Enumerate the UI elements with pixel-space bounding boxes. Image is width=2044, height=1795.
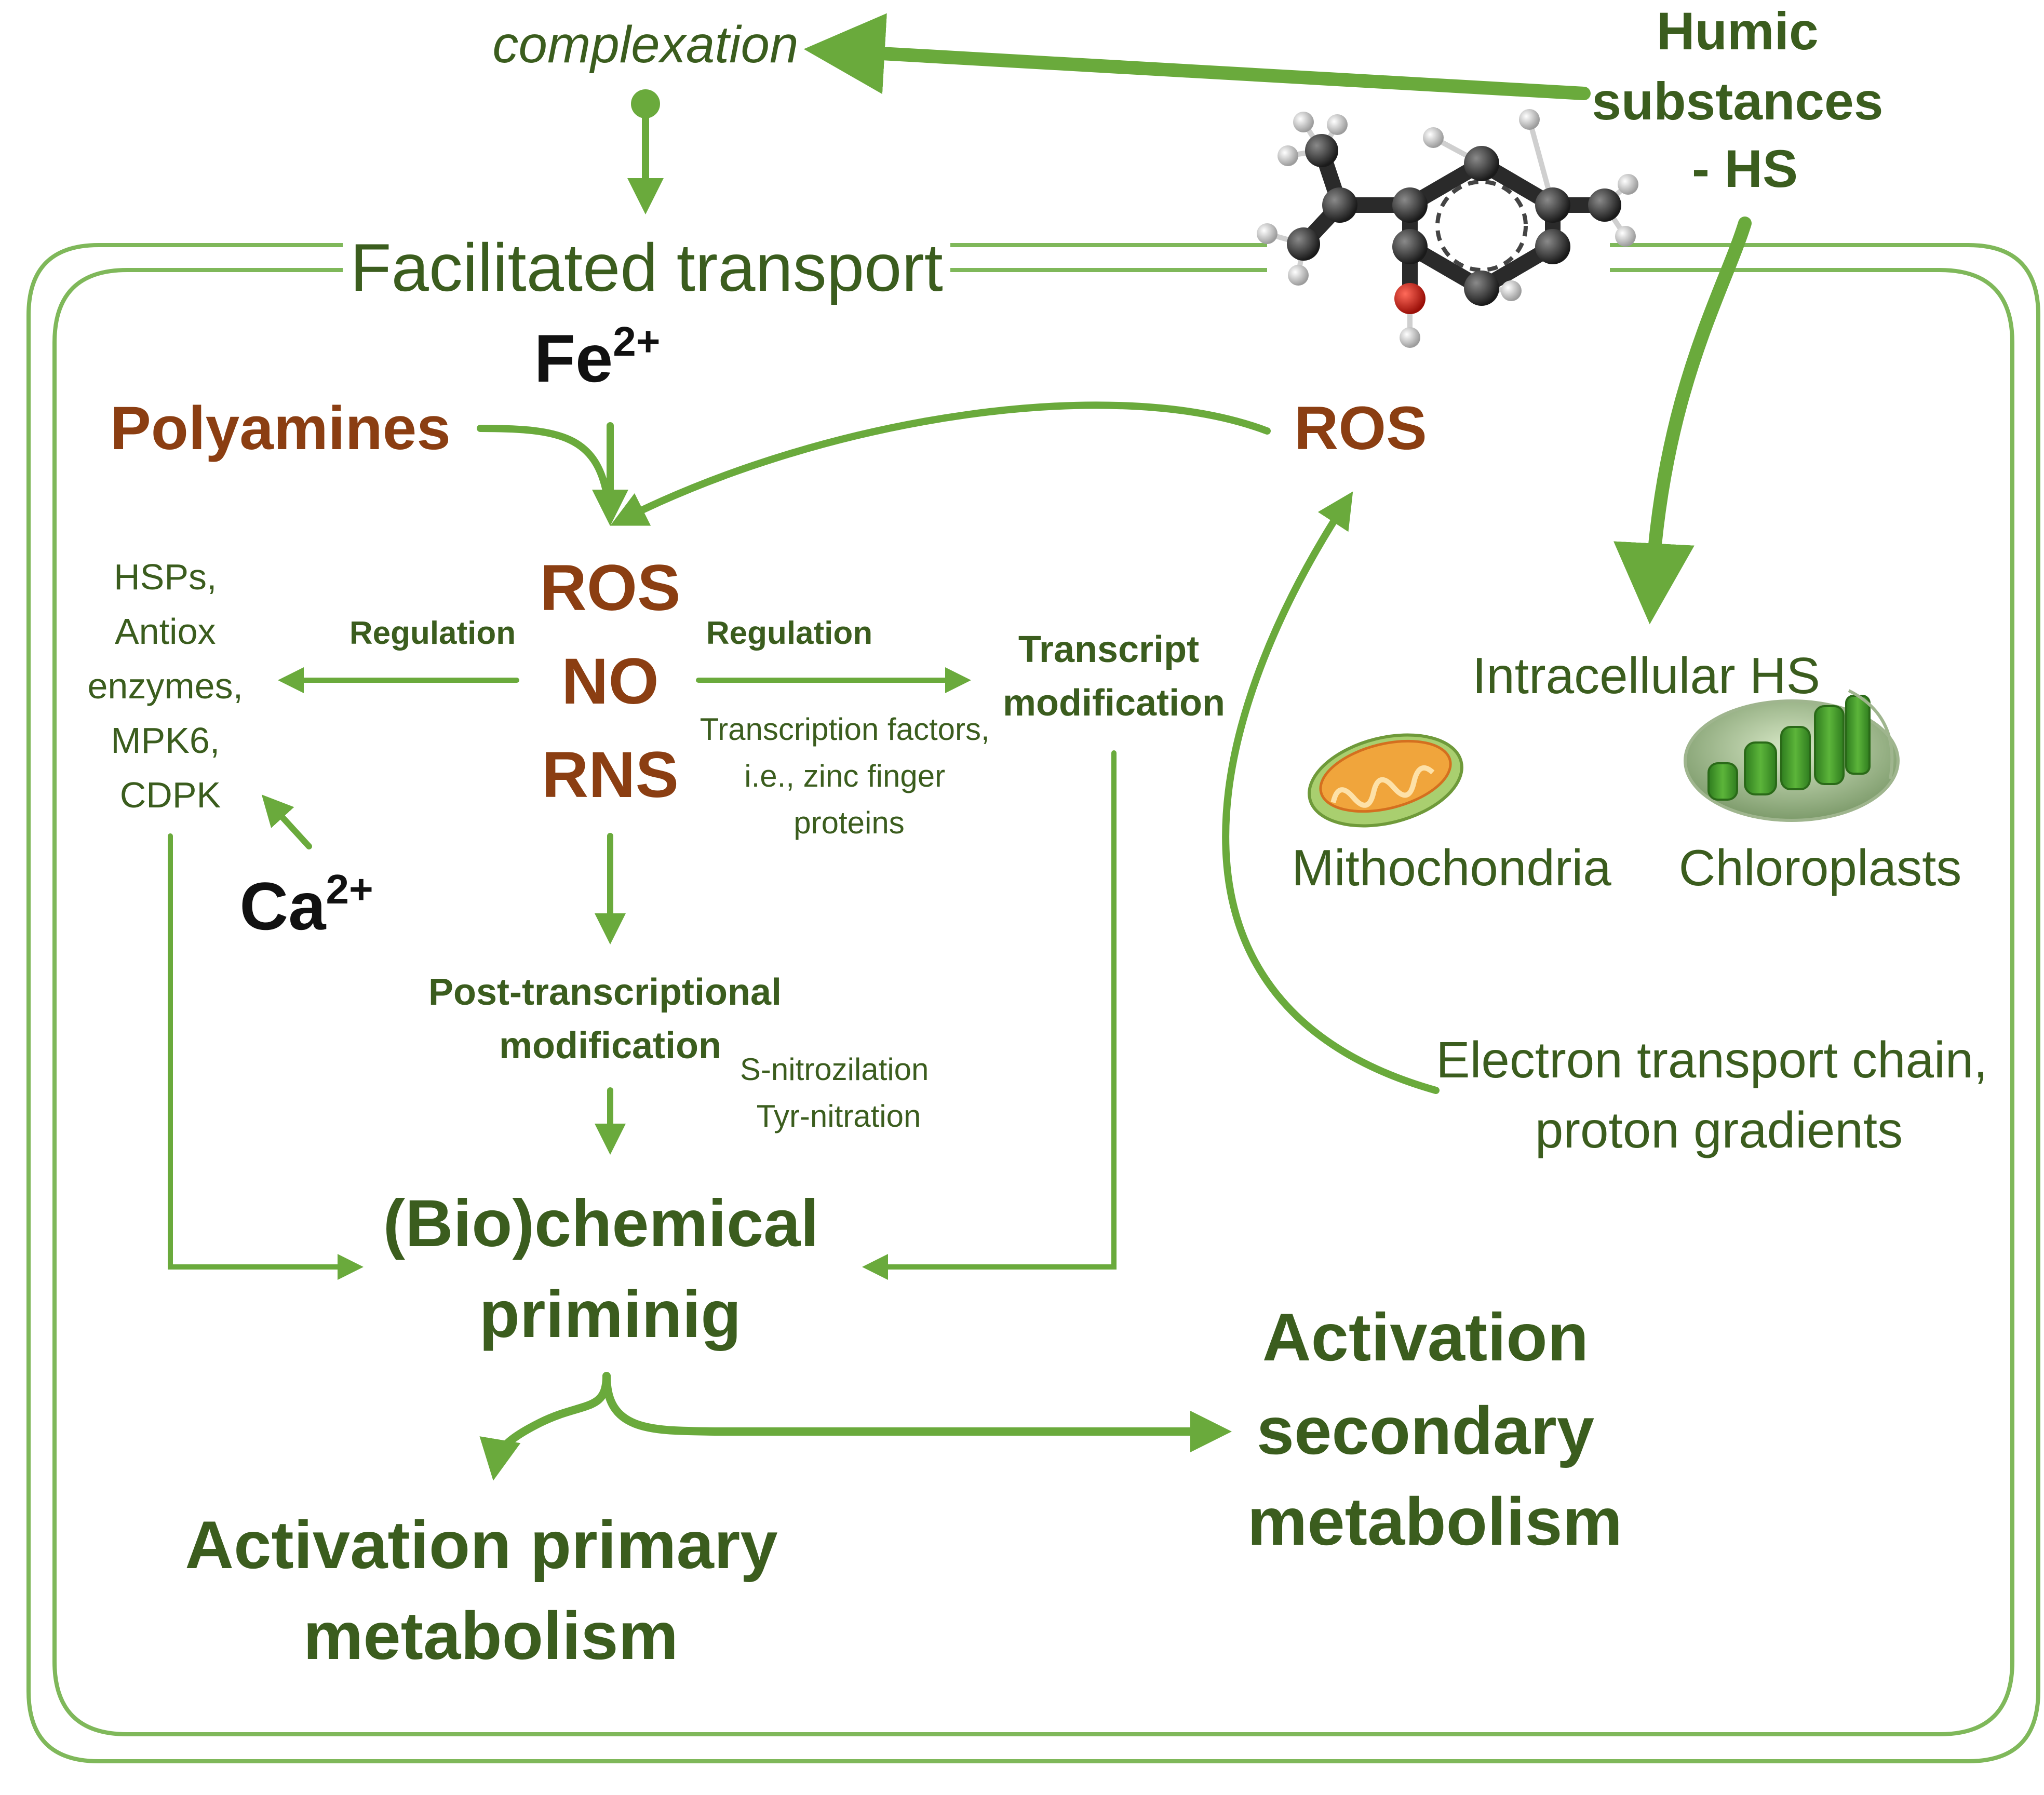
arrow-etc-to-ros: [1222, 491, 1440, 1094]
regulation-right-label: Regulation: [706, 615, 872, 651]
arrow-polyamines-to-ros: [477, 425, 611, 502]
activation-secondary-label: Activation secondary metabolism: [1247, 1299, 1622, 1559]
chloroplasts-label: Chloroplasts: [1679, 839, 1962, 896]
labels: complexation Humic substances - HS Facil…: [87, 2, 2001, 1673]
facilitated-transport-title: Facilitated transport: [350, 230, 943, 305]
chloroplast-icon: [1684, 689, 1900, 822]
arrow-bio-to-secondary: [602, 1372, 1232, 1452]
ros-label: ROS: [540, 552, 681, 624]
complexation-dot: [631, 89, 660, 118]
arrow-humic-to-intracellular: [1613, 217, 1752, 625]
s-nitrozilation-label: S-nitrozilation Tyr-nitration: [740, 1052, 937, 1133]
arrow-bio-to-primary: [479, 1372, 611, 1481]
mitochondrion-icon: [1308, 733, 1463, 828]
arrow-ca-to-hsps: [261, 794, 312, 849]
no-label: NO: [561, 645, 659, 718]
transcript-modification-label: Transcript modification: [1003, 629, 1225, 724]
biochemical-priming-label: (Bio)chemical priminig: [383, 1186, 838, 1352]
ca-ion-label: Ca2+: [239, 866, 373, 944]
fe-ion-label: Fe2+: [534, 318, 661, 396]
mitochondria-label: Mithochondria: [1292, 839, 1611, 896]
humic-substances-label: Humic substances - HS: [1592, 2, 1898, 198]
intracellular-hs-label: Intracellular HS: [1472, 647, 1820, 704]
arrow-hsps-to-bio: [168, 833, 364, 1280]
cell-frame: [26, 243, 2040, 1763]
regulation-left-label: Regulation: [349, 615, 516, 651]
post-transcriptional-label: Post-transcriptional modification: [428, 971, 792, 1067]
activation-primary-label: Activation primary metabolism: [185, 1507, 797, 1673]
electron-transport-label: Electron transport chain, proton gradien…: [1436, 1031, 2001, 1158]
polyamines-label: Polyamines: [110, 394, 451, 463]
connectors: [168, 13, 1752, 1481]
arrow-transcript-to-bio: [862, 750, 1117, 1280]
complexation-label: complexation: [492, 16, 798, 74]
hsps-label: HSPs, Antiox enzymes, MPK6, CDPK: [87, 557, 253, 815]
arrow-humic-to-complexation: [803, 13, 1591, 100]
arrow-ros-top-to-ros: [610, 401, 1271, 526]
rns-label: RNS: [542, 739, 679, 811]
ball-and-stick-molecule-icon: [1257, 109, 1638, 348]
ros-top-label: ROS: [1294, 394, 1427, 463]
transcription-factors-label: Transcription factors, i.e., zinc finger…: [700, 712, 999, 840]
